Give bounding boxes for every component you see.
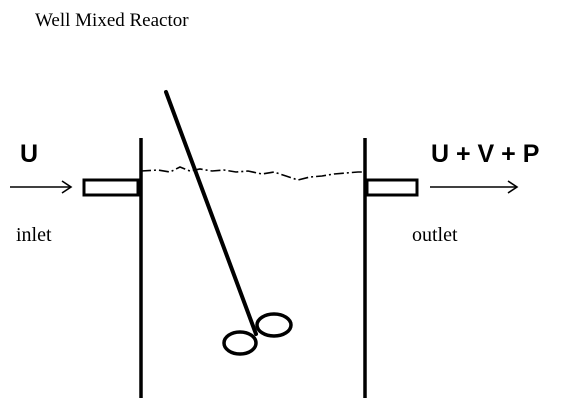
impeller-blade-right [255, 312, 293, 338]
outlet-arrow [430, 180, 519, 194]
impeller-blade-left [222, 330, 258, 356]
reactor-vessel [139, 138, 367, 398]
diagram-title: Well Mixed Reactor [35, 10, 189, 31]
stirrer-shaft [164, 90, 258, 336]
inlet-stream-label: U [20, 140, 38, 168]
liquid-surface [140, 166, 365, 181]
outlet-label: outlet [412, 224, 458, 246]
inlet-label: inlet [16, 224, 52, 246]
outlet-stream-label: U + V + P [431, 140, 539, 168]
inlet-arrow [10, 180, 73, 194]
inlet-pipe [82, 178, 140, 197]
outlet-pipe [365, 178, 419, 197]
